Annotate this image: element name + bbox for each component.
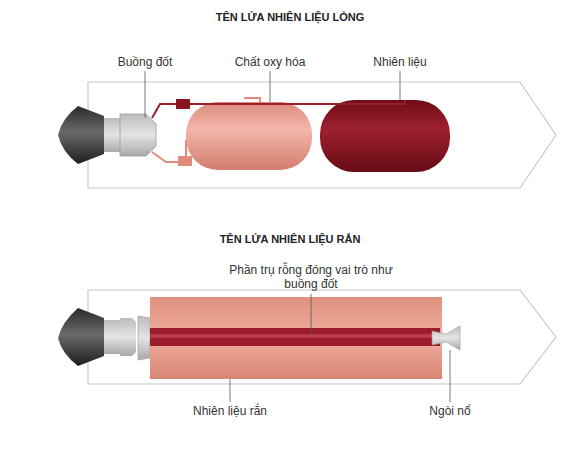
- heading: TÊN LỬA NHIÊN LIỆU RẮN: [220, 232, 361, 246]
- heading: TÊN LỬA NHIÊN LIỆU LỎNG: [216, 10, 365, 24]
- fuel-pipe: [152, 100, 405, 118]
- part-label: Phần trụ rỗng đóng vai trò như buồng đốt: [226, 263, 396, 291]
- oxidizer-pipe: [152, 98, 260, 162]
- combustion-chamber: [120, 114, 156, 156]
- part-label: Ngòi nổ: [429, 404, 470, 418]
- nozzle: [58, 308, 104, 366]
- part-label: Chất oxy hóa: [235, 55, 306, 69]
- fuel-tank: [320, 100, 450, 172]
- solid-fuel: [150, 297, 442, 379]
- part-label: Nhiên liệu rắn: [193, 404, 267, 418]
- oxidizer-tank: [186, 102, 312, 170]
- part-label: Nhiên liệu: [373, 55, 426, 69]
- hollow-core: [150, 328, 440, 346]
- nozzle: [58, 106, 104, 164]
- part-label: Buồng đốt: [118, 55, 173, 69]
- igniter: [432, 326, 460, 350]
